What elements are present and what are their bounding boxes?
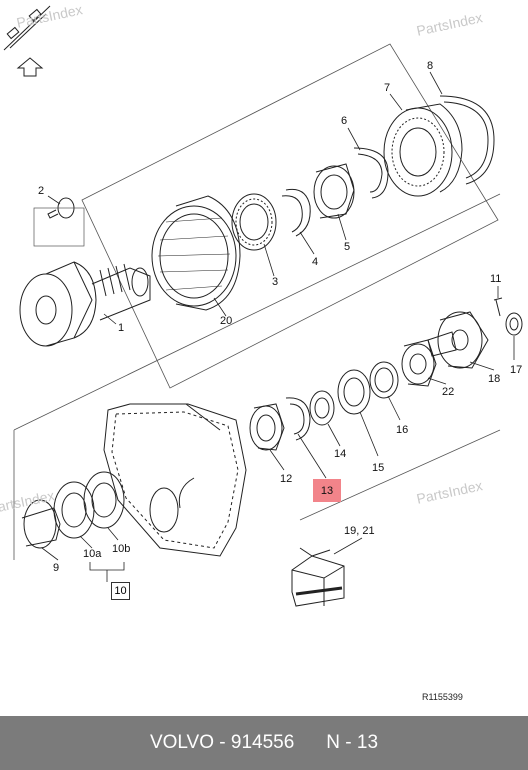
part-15-ring xyxy=(337,369,371,415)
reference-code: R1155399 xyxy=(422,692,463,702)
part-13-ring xyxy=(285,397,311,441)
callout-3: 3 xyxy=(272,276,279,288)
callout-10-box: 10 xyxy=(111,582,130,600)
callout-15: 15 xyxy=(372,462,385,474)
callout-6: 6 xyxy=(341,115,348,127)
diagram-drawing xyxy=(3,5,523,607)
callout-8: 8 xyxy=(427,60,434,72)
part-5-sleeve xyxy=(313,163,355,219)
callout-10b: 10b xyxy=(112,543,131,555)
part-7-gear xyxy=(383,103,463,197)
callout-9: 9 xyxy=(53,562,60,574)
part-1-input-shaft xyxy=(19,261,151,347)
callout-1: 1 xyxy=(118,322,125,334)
part-3-gear xyxy=(231,193,277,251)
part-10a-gear xyxy=(53,481,95,539)
part-9-ring xyxy=(21,499,61,549)
callout-18: 18 xyxy=(488,373,501,385)
transmission-housing xyxy=(103,403,247,557)
part-2-pin xyxy=(33,197,85,247)
part-10b-gear xyxy=(83,471,125,529)
orientation-icon xyxy=(3,5,51,77)
part-8-snap-ring xyxy=(439,95,495,185)
part-14-ring xyxy=(309,390,335,426)
callout-4: 4 xyxy=(312,256,319,268)
part-6-snap-ring xyxy=(353,147,389,199)
part-16-ring xyxy=(369,361,399,399)
footer-brand-part: VOLVO - 914556 xyxy=(149,732,295,753)
callout-7: 7 xyxy=(384,82,391,94)
callout-14: 14 xyxy=(334,448,347,460)
callout-19-21: 19, 21 xyxy=(344,525,375,537)
part-17-nut xyxy=(505,312,523,336)
part-11-bolt xyxy=(493,297,503,317)
callout-17: 17 xyxy=(510,364,523,376)
leader-lines xyxy=(41,71,515,561)
callout-20: 20 xyxy=(220,315,233,327)
callout-10a: 10a xyxy=(83,548,102,560)
part-12-bearing xyxy=(249,403,285,451)
callout-2: 2 xyxy=(38,185,45,197)
kit-box-icon xyxy=(291,547,345,607)
callout-12: 12 xyxy=(280,473,293,485)
callout-11: 11 xyxy=(490,273,502,285)
callout-22: 22 xyxy=(442,386,455,398)
exploded-parts-diagram xyxy=(3,5,523,607)
callout-5: 5 xyxy=(344,241,351,253)
callout-16: 16 xyxy=(396,424,409,436)
footer-position: N - 13 xyxy=(326,732,379,753)
part-20-ring-gear xyxy=(151,195,241,311)
callout-13-highlighted[interactable]: 13 xyxy=(313,479,341,502)
part-18-flange xyxy=(427,311,489,369)
footer-bar: VOLVO - 914556 N - 13 xyxy=(0,716,528,770)
part-22-gear xyxy=(401,339,437,387)
part-4-snap-ring xyxy=(281,188,311,237)
